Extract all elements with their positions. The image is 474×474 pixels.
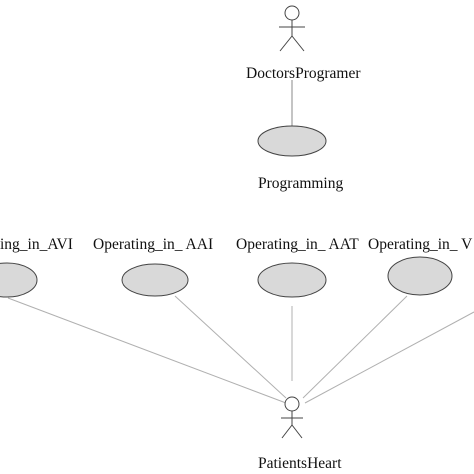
actor-label-doctor: DoctorsProgramer: [246, 65, 361, 82]
association-patient-right: [304, 311, 474, 404]
use-case-programming: [257, 125, 327, 157]
use-case-label-aai: Operating_in_ AAI: [93, 236, 214, 253]
actor-label-patient: PatientsHeart: [258, 455, 342, 472]
use-case-aat: [257, 262, 327, 298]
use-case-label-aat: Operating_in_ AAT: [236, 236, 359, 253]
use-case-aai: [121, 263, 189, 297]
use-case-label-avi: ing_in_AVI: [0, 236, 73, 253]
use-case-v: [387, 256, 453, 296]
stick-figure-actor-icon: [279, 5, 305, 52]
association-patient-v: [302, 295, 408, 399]
association-patient-avi: [7, 297, 287, 404]
use-case-label-v: Operating_in_ V: [368, 236, 473, 253]
use-case-label-programming: Programming: [258, 175, 344, 192]
association-patient-aai: [174, 295, 287, 399]
stick-figure-actor-icon: [281, 396, 303, 439]
use-case-avi: [0, 262, 38, 298]
